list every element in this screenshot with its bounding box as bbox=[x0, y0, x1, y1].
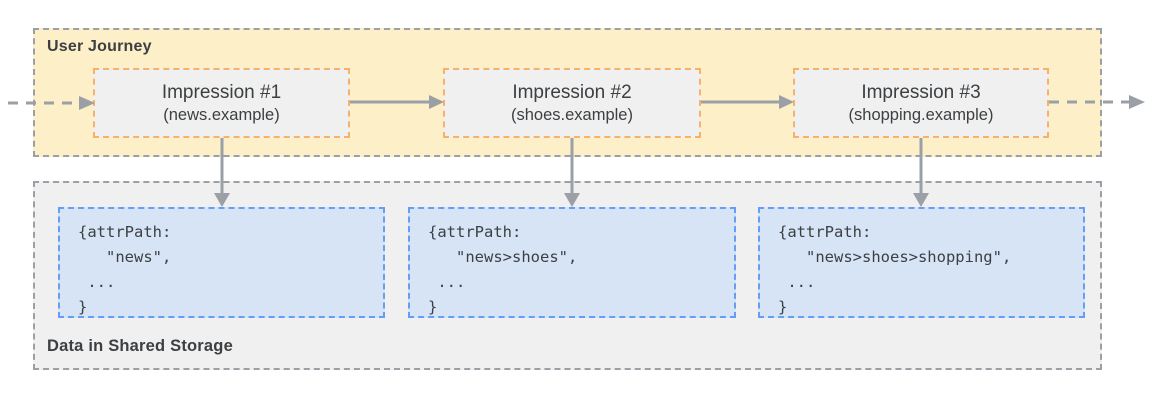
storage-entry-3-box: {attrPath: "news>shoes>shopping", ... } bbox=[758, 207, 1085, 318]
impression-1-title: Impression #1 bbox=[161, 82, 282, 104]
shared-storage-label: Data in Shared Storage bbox=[47, 337, 233, 355]
storage-entry-2-box: {attrPath: "news>shoes", ... } bbox=[408, 207, 736, 318]
impression-1-domain: (news.example) bbox=[163, 105, 280, 124]
impression-2-title: Impression #2 bbox=[512, 82, 632, 104]
impression-3-domain: (shopping.example) bbox=[848, 105, 994, 124]
impression-1-box: Impression #1 (news.example) bbox=[93, 68, 350, 138]
impression-2-box: Impression #2 (shoes.example) bbox=[443, 68, 701, 138]
storage-entry-1-code: {attrPath: "news", ... } bbox=[78, 223, 172, 316]
storage-entry-1-box: {attrPath: "news", ... } bbox=[58, 207, 385, 318]
impression-2-domain: (shoes.example) bbox=[511, 105, 633, 124]
impression-3-box: Impression #3 (shopping.example) bbox=[793, 68, 1049, 138]
impression-3-title: Impression #3 bbox=[861, 82, 981, 104]
storage-entry-2-code: {attrPath: "news>shoes", ... } bbox=[428, 223, 578, 316]
user-journey-label: User Journey bbox=[47, 38, 152, 55]
storage-entry-3-code: {attrPath: "news>shoes>shopping", ... } bbox=[778, 223, 1012, 316]
